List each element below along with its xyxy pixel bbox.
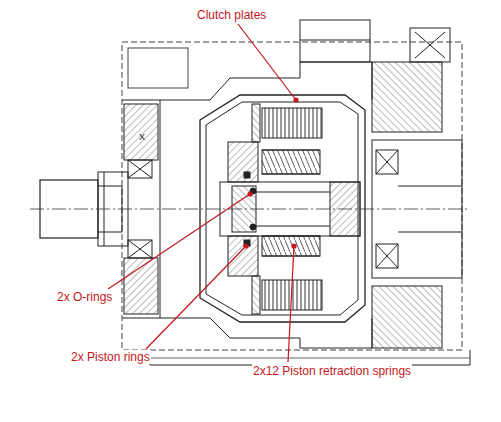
part-label: Clutch plates (196, 8, 267, 22)
part-label: 2x12 Piston retraction springs (252, 364, 412, 378)
part-label: 2x Piston rings (70, 350, 151, 364)
section-mark: X (138, 132, 146, 142)
part-label: 2x O-rings (56, 290, 113, 304)
